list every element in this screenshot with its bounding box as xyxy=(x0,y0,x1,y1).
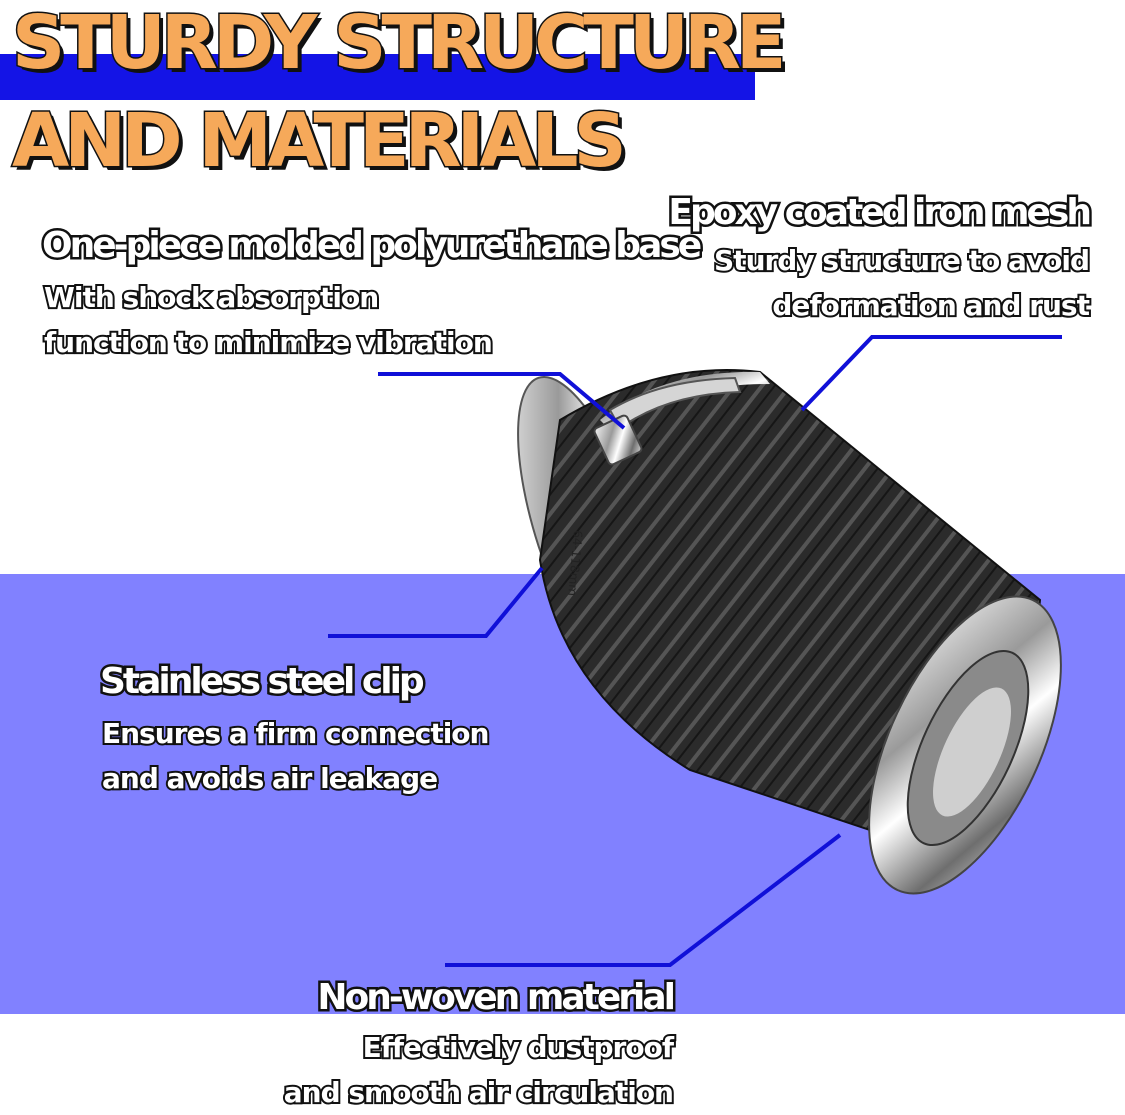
leader-line-base xyxy=(378,372,626,430)
page-title-line-1: STURDY STRUCTURE xyxy=(10,0,787,86)
callout-base-heading: One-piece molded polyurethane base xyxy=(39,225,704,266)
callout-clip-line-1: Ensures a firm connection xyxy=(100,715,491,752)
air-filter-body: 64-118mm xyxy=(517,369,1062,895)
callout-clip-line-2: and avoids air leakage xyxy=(100,760,440,797)
leader-lines xyxy=(328,335,1062,967)
callout-mesh-line-1: Sturdy structure to avoid xyxy=(712,242,1092,279)
callout-material-line-1: Effectively dustproof xyxy=(361,1029,676,1066)
callout-material-heading: Non-woven material xyxy=(315,977,679,1018)
callout-base-line-2: function to minimize vibration xyxy=(42,324,495,361)
callout-clip-heading: Stainless steel clip xyxy=(98,661,428,702)
leader-line-material xyxy=(445,833,842,967)
leader-line-mesh xyxy=(800,335,1062,412)
page-title-line-2: AND MATERIALS xyxy=(11,98,629,184)
callout-mesh-heading: Epoxy coated iron mesh xyxy=(666,192,1095,233)
callout-mesh-line-2: deformation and rust xyxy=(770,287,1092,324)
leader-line-clip xyxy=(328,566,544,638)
callout-base-line-1: With shock absorption xyxy=(42,279,381,316)
size-marking: 64-118mm xyxy=(565,530,585,597)
callout-material-line-2: and smooth air circulation xyxy=(282,1074,676,1111)
title-accent-band xyxy=(0,54,755,100)
